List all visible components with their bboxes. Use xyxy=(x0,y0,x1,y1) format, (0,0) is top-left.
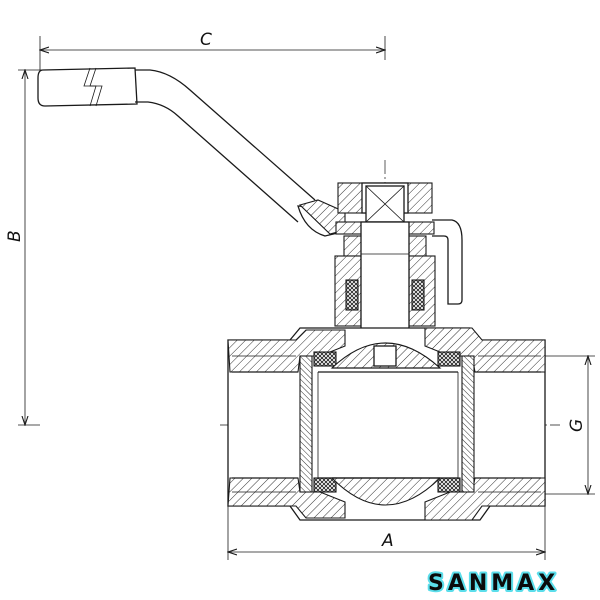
brand-logo-text: SANMAX xyxy=(428,571,559,596)
dimension-g: G xyxy=(545,356,595,494)
dimension-a-label: A xyxy=(381,531,394,551)
brand-logo-glow: SANMAX xyxy=(428,571,559,596)
dimension-g-label: G xyxy=(567,419,587,432)
lever-handle xyxy=(37,67,463,305)
dimension-c-label: C xyxy=(200,30,212,50)
dimension-b: B xyxy=(5,70,45,425)
dimension-c: C xyxy=(40,30,385,82)
dimension-b-label: B xyxy=(5,230,25,242)
brand-logo: SANMAX SANMAX xyxy=(426,569,559,598)
dimension-a: A xyxy=(228,505,545,560)
valve-body xyxy=(227,327,546,521)
